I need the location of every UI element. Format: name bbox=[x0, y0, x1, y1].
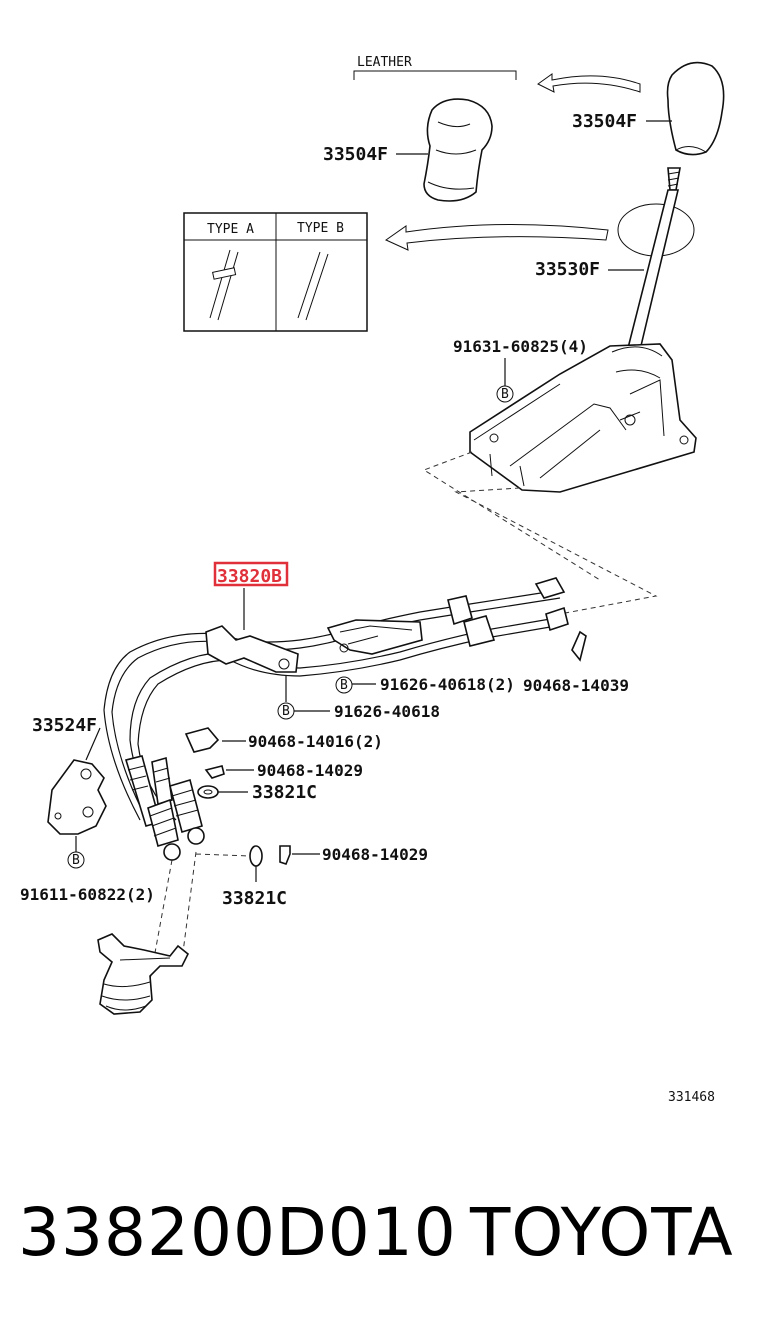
type-a-label: TYPE A bbox=[207, 222, 254, 237]
cable-bolt-2: B 91626-40618(2) bbox=[335, 675, 515, 694]
transmission-linkage bbox=[97, 933, 190, 1015]
callout-clip-lower: 90468-14029 bbox=[322, 845, 428, 864]
callout-clip-2: 90468-14016(2) bbox=[248, 732, 383, 751]
clip-mid: 90468-14029 bbox=[204, 761, 363, 780]
bushing-upper: 33821C bbox=[197, 782, 317, 803]
leather-bracket-line bbox=[353, 70, 517, 80]
callout-cable-bolt-2: 91626-40618(2) bbox=[380, 675, 515, 694]
shift-housing: 91631-60825(4) B bbox=[453, 337, 697, 493]
figure-number: 331468 bbox=[668, 1090, 715, 1105]
callout-bushing-upper: 33821C bbox=[252, 782, 317, 803]
cable-assy-highlight bbox=[213, 561, 289, 587]
shift-lever: 33530F bbox=[535, 167, 681, 351]
bolt-marker-cable-2: B bbox=[340, 678, 348, 693]
leather-label: LEATHER bbox=[357, 55, 412, 70]
callout-lever: 33530F bbox=[535, 259, 600, 280]
bolt-marker-bracket: B bbox=[72, 853, 80, 868]
type-detail-box: TYPE A TYPE B bbox=[183, 212, 368, 332]
type-b-label: TYPE B bbox=[297, 221, 344, 236]
knob-swap-arrow bbox=[537, 73, 641, 93]
callout-knob-leather: 33504F bbox=[323, 144, 388, 165]
footer: 338200D010 TOYOTA bbox=[0, 1188, 760, 1278]
bushing-lower: 33821C bbox=[222, 845, 287, 909]
detail-arrow bbox=[384, 223, 609, 251]
callout-clip-mid: 90468-14029 bbox=[257, 761, 363, 780]
callout-cable-bolt: 91626-40618 bbox=[334, 702, 440, 721]
bolt-marker-housing: B bbox=[501, 387, 509, 402]
callout-housing-bolt: 91631-60825(4) bbox=[453, 337, 588, 356]
clip-2: 90468-14016(2) bbox=[184, 727, 383, 753]
callout-bushing-lower: 33821C bbox=[222, 888, 287, 909]
cable-bolt: B 91626-40618 bbox=[277, 676, 440, 721]
callout-clip-upper: 90468-14039 bbox=[523, 676, 629, 695]
cable-bracket: 33524F B 91611-60822(2) bbox=[20, 715, 155, 904]
control-cable-assembly: 33820B bbox=[103, 561, 569, 861]
clip-upper: 90468-14039 bbox=[523, 630, 629, 695]
part-number: 338200D010 bbox=[18, 1194, 457, 1271]
leather-label-group: LEATHER bbox=[353, 55, 517, 80]
callout-bracket: 33524F bbox=[32, 715, 97, 736]
callout-bracket-bolt: 91611-60822(2) bbox=[20, 885, 155, 904]
clip-lower: 90468-14029 bbox=[279, 845, 428, 865]
bolt-marker-cable: B bbox=[282, 704, 290, 719]
callout-cable-assy: 33820B bbox=[217, 566, 282, 587]
shift-knob-leather: 33504F bbox=[323, 98, 493, 202]
brand-name: TOYOTA bbox=[470, 1194, 734, 1271]
callout-knob-standard: 33504F bbox=[572, 111, 637, 132]
shift-knob-standard: 33504F bbox=[572, 61, 725, 156]
